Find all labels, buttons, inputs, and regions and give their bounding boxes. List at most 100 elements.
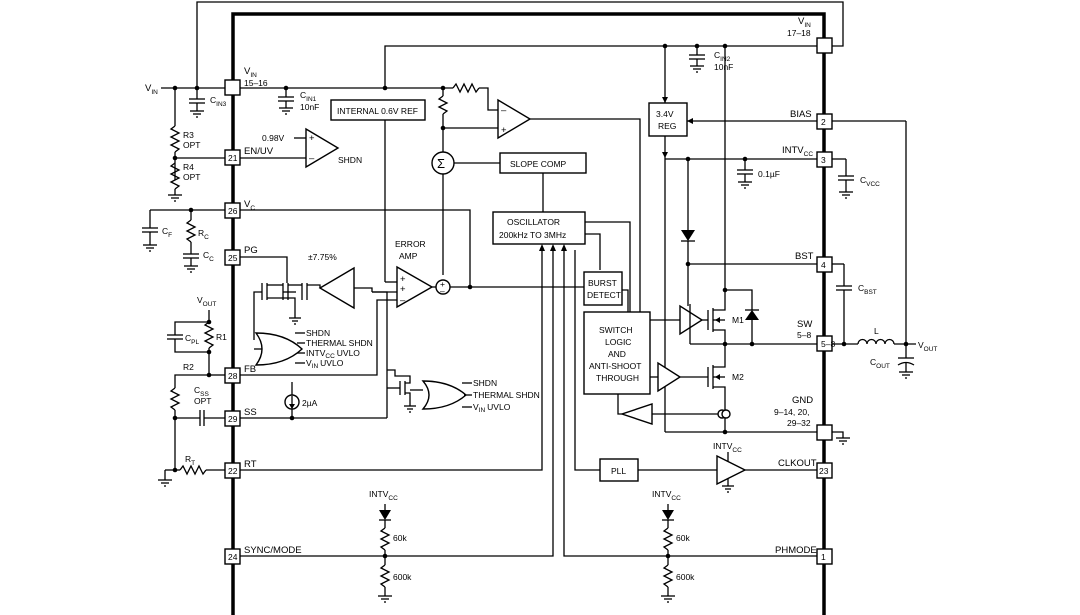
vin-left-label: VIN bbox=[145, 83, 158, 96]
internal-ref-label: INTERNAL 0.6V REF bbox=[337, 106, 418, 116]
or-gate-1 bbox=[254, 332, 304, 366]
r600k-b-label: 600k bbox=[676, 572, 695, 582]
r1-label: R1 bbox=[216, 332, 227, 342]
arrow-head bbox=[539, 244, 545, 251]
sense-resistor bbox=[452, 82, 480, 94]
slope-comp-label: SLOPE COMP bbox=[510, 159, 567, 169]
gnd-ext-wire bbox=[832, 431, 844, 438]
css-label: CSS bbox=[194, 385, 209, 398]
cc-label: CC bbox=[203, 250, 214, 263]
r2-label: R2 bbox=[183, 362, 194, 372]
m1-arrow bbox=[715, 317, 720, 323]
pg-comparator bbox=[318, 266, 355, 310]
r2-resistor bbox=[169, 387, 181, 411]
oscillator-block bbox=[492, 211, 586, 245]
internal-ref-block bbox=[330, 99, 426, 121]
arrow-head bbox=[561, 244, 567, 251]
vout-right-label: VOUT bbox=[918, 340, 937, 353]
pin-vin-left bbox=[224, 79, 241, 96]
pin-vc-label: VC bbox=[244, 199, 255, 212]
burst-to-switch-wire bbox=[622, 289, 629, 312]
pin-vin-top-number: 17–18 bbox=[787, 28, 811, 38]
r4-opt-label: OPT bbox=[183, 172, 200, 182]
or2-shdn-label: SHDN bbox=[473, 378, 497, 388]
junction-dot bbox=[722, 43, 728, 49]
bst-diode bbox=[681, 230, 695, 241]
pin-bst-label: BST bbox=[795, 251, 814, 262]
error-amp-label-2: AMP bbox=[399, 251, 418, 261]
osc-to-switch-wire bbox=[585, 221, 631, 312]
chip-outline bbox=[231, 12, 826, 615]
pin-gnd-label: GND bbox=[792, 395, 813, 406]
pin-vc-number: 26 bbox=[228, 206, 238, 216]
cin1-value: 10nF bbox=[300, 102, 319, 112]
ss-fet-wire bbox=[387, 369, 411, 384]
reg-label-2: REG bbox=[658, 121, 676, 131]
error-amp bbox=[396, 265, 434, 309]
pwm-minus: – bbox=[440, 286, 445, 296]
m1-label: M1 bbox=[732, 315, 744, 325]
ls-sense-wire bbox=[617, 394, 622, 415]
r60k-b-label: 60k bbox=[676, 533, 690, 543]
junction-dot bbox=[841, 341, 847, 347]
pin-gnd-number1: 9–14, 20, bbox=[774, 407, 809, 417]
pin-fb-label: FB bbox=[244, 364, 256, 375]
ss-fet-wire bbox=[405, 392, 411, 406]
sigma-symbol: Σ bbox=[437, 156, 445, 171]
cpl-wire bbox=[174, 321, 209, 335]
arrow-head bbox=[662, 152, 668, 158]
ss-to-ea-wire bbox=[372, 291, 388, 418]
sync-diode bbox=[379, 510, 391, 520]
r3-opt-label: OPT bbox=[183, 140, 200, 150]
ref-098-label: 0.98V bbox=[262, 133, 285, 143]
arrow-head bbox=[289, 404, 295, 409]
r600k-a-label: 600k bbox=[393, 572, 412, 582]
pin-vin-top-label: VIN bbox=[798, 16, 811, 29]
osc-label-2: 200kHz TO 3MHz bbox=[499, 230, 566, 240]
cin3-label: CIN3 bbox=[210, 95, 227, 108]
pin-clkout-number: 23 bbox=[819, 466, 829, 476]
r3-resistor bbox=[169, 125, 181, 153]
cbst-label: CBST bbox=[858, 283, 877, 296]
pin-bias-number: 2 bbox=[821, 117, 826, 127]
switch-label-2: LOGIC bbox=[605, 337, 631, 347]
csa-minus: – bbox=[501, 105, 507, 116]
clkout-buffer bbox=[716, 454, 747, 486]
burst-label-1: BURST bbox=[588, 278, 617, 288]
r2-wire bbox=[174, 374, 209, 388]
r1-resistor bbox=[203, 321, 215, 349]
cvcc-label: CVCC bbox=[860, 175, 880, 188]
m1-source-wire bbox=[713, 329, 726, 344]
pg-fet-wire bbox=[288, 297, 296, 318]
error-amp-label-1: ERROR bbox=[395, 239, 426, 249]
r60k-a-label: 60k bbox=[393, 533, 407, 543]
r60k-b-resistor bbox=[662, 527, 674, 551]
ls-driver bbox=[657, 361, 682, 393]
osc-to-burst-wire bbox=[585, 233, 601, 270]
sense-r2-resistor bbox=[437, 95, 449, 115]
pin-sw-range: 5–8 bbox=[797, 330, 811, 340]
m2-label: M2 bbox=[732, 372, 744, 382]
vc-internal-wire bbox=[240, 209, 471, 287]
enuv-comparator bbox=[305, 127, 340, 169]
intvcc-sync-label: INTVCC bbox=[369, 489, 398, 502]
pin-gnd-number2: 29–32 bbox=[787, 418, 811, 428]
inductor-label: L bbox=[874, 326, 879, 336]
ls-sense-amp bbox=[619, 403, 653, 425]
pin-clkout-label: CLKOUT bbox=[778, 458, 817, 469]
pin-bst-number: 4 bbox=[821, 260, 826, 270]
osc-label-1: OSCILLATOR bbox=[507, 217, 560, 227]
comp-minus: – bbox=[309, 153, 315, 164]
switch-label-4: ANTI-SHOOT bbox=[589, 361, 641, 371]
m1-drain-wire bbox=[713, 290, 726, 311]
pin-vin-top bbox=[816, 37, 833, 54]
burst-detect-block bbox=[583, 271, 623, 306]
cpl-wire bbox=[174, 339, 209, 353]
or1-thermal-label: THERMAL SHDN bbox=[306, 338, 373, 348]
intvcc-clkout-label: INTVCC bbox=[713, 441, 742, 454]
pin-intvcc-number: 3 bbox=[821, 155, 826, 165]
r3-label: R3 bbox=[183, 130, 194, 140]
